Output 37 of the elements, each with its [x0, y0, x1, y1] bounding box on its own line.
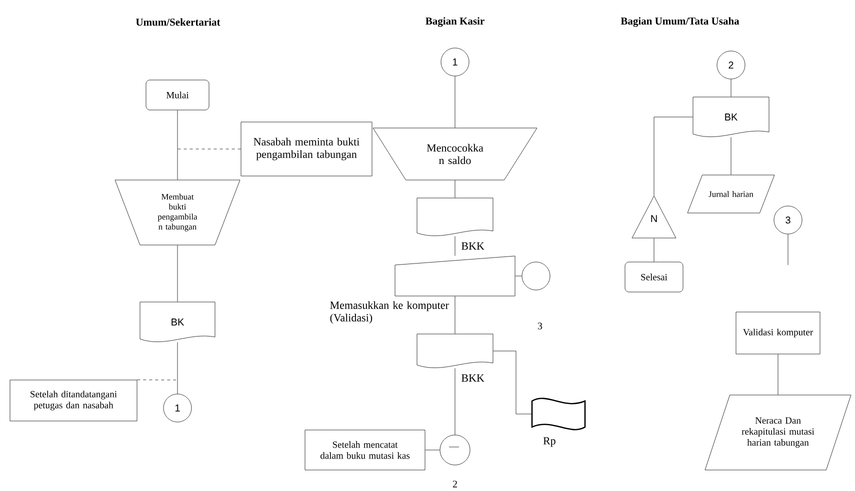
- shape-caption: Memasukkan ke komputer (Validasi): [330, 301, 449, 324]
- manual-input-shape: [394, 256, 516, 296]
- punched-tape-shape: [531, 398, 586, 430]
- document-shape: [416, 334, 494, 368]
- connector-line: [177, 342, 178, 394]
- connector-number: 2: [452, 480, 457, 488]
- shape-caption: BKK: [462, 374, 484, 382]
- connector-line: [454, 76, 456, 128]
- terminal-box: Mulai: [146, 80, 210, 110]
- connector-line: [454, 296, 456, 334]
- connector-line: [493, 350, 532, 414]
- connector-line: [730, 137, 732, 175]
- connector-number: 3: [538, 322, 542, 330]
- process-box: Setelah ditandatangani petugas dan nasabah: [10, 380, 138, 422]
- lane-header: Bagian Kasir: [426, 17, 484, 27]
- connector-circle: [440, 434, 470, 466]
- connector-line: [454, 236, 456, 256]
- process-box: Setelah mencatat dalam buku mutasi kas: [304, 430, 426, 470]
- process-box: Validasi komputer: [736, 312, 820, 354]
- connector-line: [454, 180, 456, 198]
- data-parallelogram: Neraca Dan rekapitulasi mutasi harian tabungan: [704, 394, 852, 470]
- connector-line: [177, 245, 178, 302]
- connector-line: [654, 116, 693, 196]
- leader-line: [177, 148, 241, 150]
- lane-header: Bagian Umum/Tata Usaha: [620, 17, 740, 27]
- connector-line: [730, 79, 732, 97]
- lane-header: Umum/Sekertariat: [136, 18, 220, 26]
- terminal-box: Selesai: [624, 262, 684, 292]
- connector-line: [177, 110, 178, 180]
- archive-triangle: N: [632, 196, 676, 238]
- connector-line: [454, 368, 456, 435]
- process-box: Nasabah meminta bukti pengambilan tabungan: [240, 122, 372, 176]
- document-shape: [416, 198, 494, 236]
- data-parallelogram: Jurnal harian: [687, 174, 775, 214]
- shape-caption: Rp: [543, 437, 556, 447]
- connector-circle: [522, 262, 550, 290]
- shape-caption: BKK: [462, 242, 484, 250]
